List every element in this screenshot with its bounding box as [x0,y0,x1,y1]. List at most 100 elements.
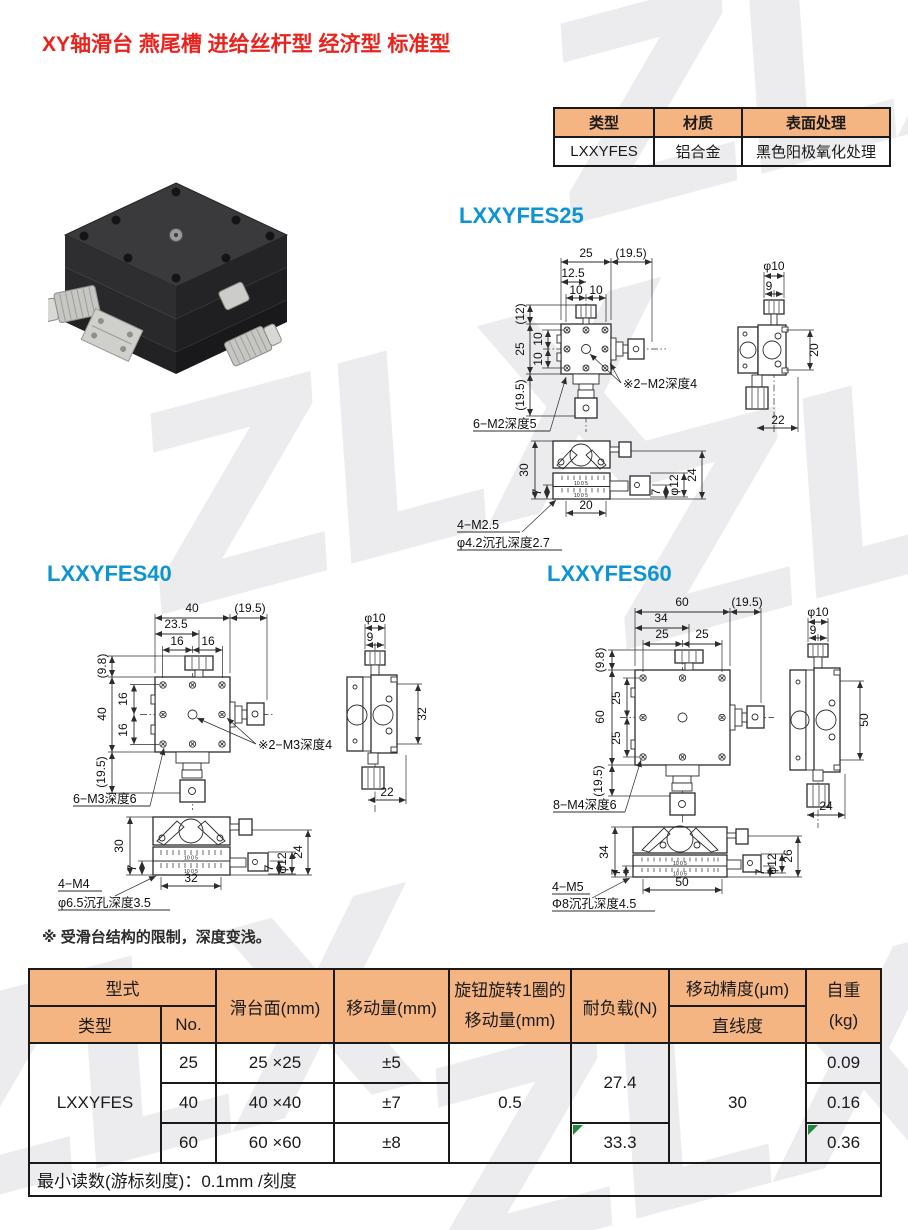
product-photo [48,182,289,374]
spec-footer-row: 最小读数(游标刻度)：0.1mm /刻度 [28,1162,882,1197]
type-value: LXXYFES [28,1042,162,1164]
dim-top-half: 23.5 [164,617,188,631]
front-view-lines: 10 0 5 10 0 5 [552,440,651,500]
vernier-scale-lower: 10 0 5 [574,493,588,499]
dim-left-pitch1: 10 [531,332,545,346]
top-view-dimensions: 60 (19.5) 34 25 25 (9.8) 60 (19.5) 25 25 [591,595,763,797]
drawing-lxxyfes25: 25 (19.5) 12.5 10 10 (12) 25 (19.5) 10 1… [457,246,821,551]
front-view-dimensions: 30 7 32 7 φ12 24 [112,816,312,890]
tap-note: 8−M4深度6 [553,797,617,812]
header-model: 型式 [28,968,217,1007]
dim-front-knob-dia: φ12 [275,852,289,873]
dim-front-width: 20 [579,498,593,512]
spec-row-25: LXXYFES 25 25 ×25 ±5 0.5 27.4 30 0.09 [28,1042,882,1164]
header-knob-travel: 旋钮旋转1圈的 移动量(mm) [448,968,572,1044]
mount-note-2: φ6.5沉孔深度3.5 [58,895,151,910]
dim-side-height: 20 [807,343,821,357]
dim-left-pitch1: 25 [609,691,623,705]
dim-left-height: 40 [95,707,109,721]
travel-25: ±5 [333,1042,450,1084]
dim-side-height: 32 [415,707,429,721]
weight-40: 0.16 [805,1082,882,1124]
info-material-value: 铝合金 [653,136,743,167]
dim-top-width: 40 [185,601,199,615]
front-view-annotations: 4−M5 Φ8沉孔深度4.5 [552,877,655,912]
corner-tap-note: 6−M3深度6 [73,791,137,806]
surface-60: 60 ×60 [215,1122,335,1164]
top-view-lines [543,294,666,432]
spec-row-60: 60 60 ×60 ±8 33.3 0.36 [29,1122,882,1164]
header-no: No. [160,1005,217,1044]
info-header-material: 材质 [653,107,743,138]
side-view-dimensions: φ10 9 50 24 [807,605,871,819]
mount-note-1: 4−M5 [552,880,584,894]
dim-front-base: 7 [530,488,544,495]
vernier-scale-lower: 10 0 5 [673,872,687,878]
corner-tap-note: 6−M2深度5 [473,416,537,431]
model-title-lxxyfes25: LXXYFES25 [459,203,584,228]
dim-side-height: 50 [857,713,871,727]
tap-note: ※2−M2深度4 [623,376,697,391]
dim-front-height: 30 [112,839,126,853]
y-axis-knob [224,323,282,367]
drawing-lxxyfes40: 40 (19.5) 23.5 16 16 (9.8) 40 (19.5) 16 … [58,601,429,911]
dim-knob-dia: φ10 [807,605,828,619]
header-precision: 移动精度(μm) [668,968,807,1007]
dim-left-flange: (19.5) [94,756,108,787]
dim-top-flange: (19.5) [615,246,646,260]
weight-60: 0.36 [805,1122,882,1164]
side-view-lines [789,634,841,828]
weight-25: 0.09 [805,1042,882,1084]
travel-40: ±7 [333,1082,450,1124]
precision-value: 30 [668,1042,807,1164]
dim-front-knob-dia: φ12 [765,853,779,874]
top-view-dimensions: 40 (19.5) 23.5 16 16 (9.8) 40 (19.5) 16 … [94,601,268,794]
cell-flag [573,1125,583,1135]
dim-left-knob: (9.8) [95,654,109,679]
min-reading-note: 最小读数(游标刻度)：0.1mm /刻度 [28,1162,882,1197]
x-axis-knob [48,285,101,324]
top-view-lines [140,646,274,810]
front-view-annotations: 4−M2.5 φ4.2沉孔深度2.7 [457,499,562,551]
header-weight-line2: (kg) [828,1011,859,1030]
dim-knob-dia: φ10 [364,611,385,625]
load-60-value: 33.3 [603,1133,637,1152]
spec-table: 型式 滑台面(mm) 移动量(mm) 旋钮旋转1圈的 移动量(mm) 耐负载(N… [28,968,882,1197]
cell-flag [808,1125,818,1135]
weight-60-value: 0.36 [826,1133,861,1152]
dim-left-flange: (19.5) [513,379,527,410]
load-25-40: 27.4 [570,1042,670,1124]
header-knob-travel-line2: 移动量(mm) [464,1011,556,1030]
structure-limit-note: ※ 受滑台结构的限制，深度变浅。 [42,929,271,946]
header-surface: 滑台面(mm) [215,968,335,1044]
header-weight: 自重 (kg) [805,968,882,1044]
info-finish-value: 黑色阳极氧化处理 [741,136,891,167]
dim-front-width: 50 [675,875,689,889]
vernier-scale-upper: 10 0 5 [574,481,588,487]
top-view-annotations: ※2−M3深度4 6−M3深度6 [73,717,332,807]
model-title-lxxyfes40: LXXYFES40 [47,561,172,586]
dim-front-base: 7 [125,864,139,871]
top-view-annotations: ※2−M2深度4 6−M2深度5 [473,353,697,432]
page-title: XY轴滑台 燕尾槽 进给丝杆型 经济型 标准型 [42,33,451,56]
top-view-dimensions: 25 (19.5) 12.5 10 10 (12) 25 (19.5) 10 1… [513,246,653,417]
header-straightness: 直线度 [668,1005,807,1044]
dim-top-flange: (19.5) [731,595,762,609]
side-view-lines [737,290,789,432]
dim-side-width: 24 [819,799,833,813]
vernier-plate [80,307,144,363]
side-view-dimensions: φ10 9 20 22 [757,259,821,432]
dim-front-knob-offset: 7 [649,488,663,495]
dim-left-height: 25 [513,342,527,356]
spec-row-40: 40 40 ×40 ±7 0.16 [29,1082,882,1124]
info-row: LXXYFES 铝合金 黑色阳极氧化处理 [553,136,891,167]
model-title-lxxyfes60: LXXYFES60 [547,561,672,586]
knob-travel-value: 0.5 [448,1042,572,1164]
dim-top-half: 12.5 [561,266,585,280]
dim-top-flange: (19.5) [234,601,265,615]
dim-left-knob: (9.8) [593,648,607,673]
dim-front-knob-height: 26 [781,849,795,863]
dim-top-pitch1: 10 [569,283,583,297]
dim-side-width: 22 [771,413,785,427]
front-view-dimensions: 34 7 50 7 φ12 26 [597,826,802,894]
